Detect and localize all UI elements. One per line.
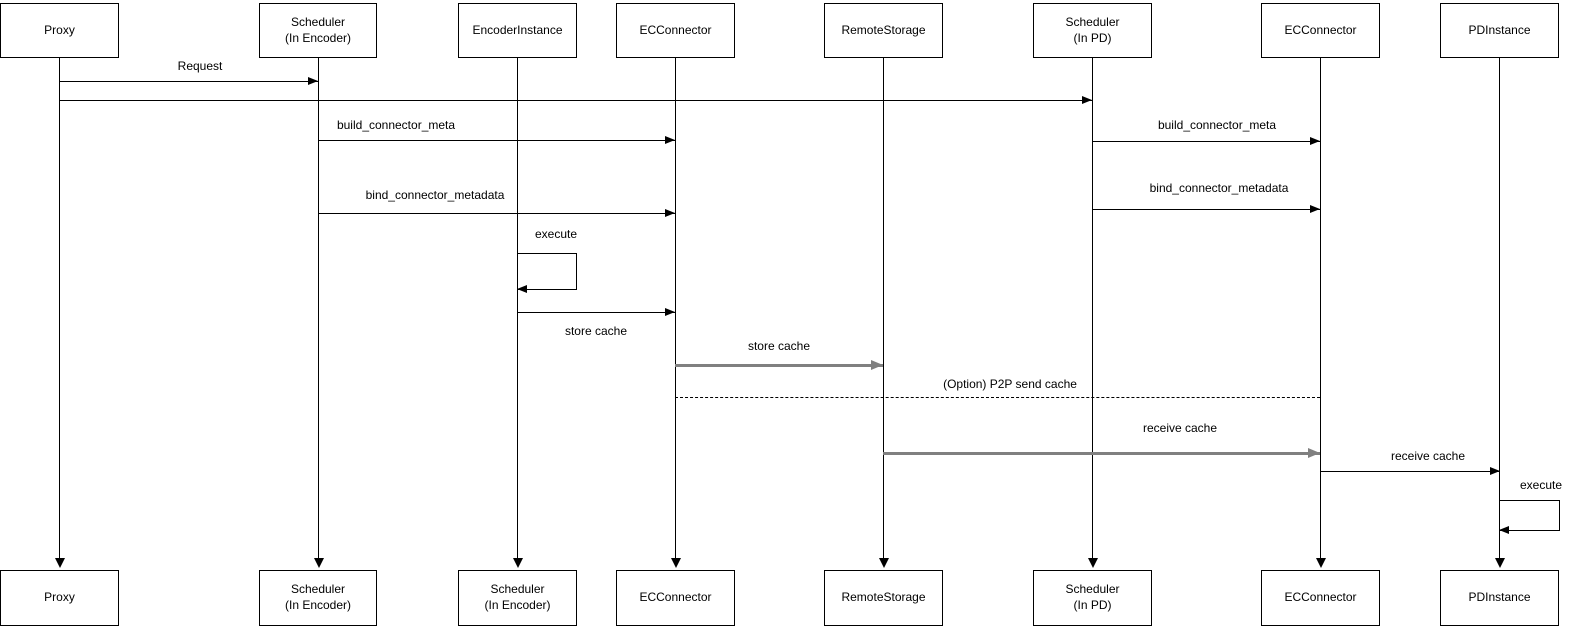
arrowhead-left-icon	[517, 285, 527, 293]
arrowhead-right-icon	[1310, 205, 1320, 213]
actor-label: PDInstance	[1468, 22, 1531, 37]
arrowhead-right-icon	[1310, 137, 1320, 145]
lifeline-proxy	[59, 58, 60, 558]
message-label-request: Request	[177, 59, 223, 73]
actor-label: Scheduler (In Encoder)	[284, 582, 352, 612]
message-execute-self-top	[517, 253, 577, 254]
message-execute-self-side	[576, 253, 577, 289]
message-label-receive-cache: receive cache	[1390, 449, 1466, 463]
message-label-p2p-send-cache: (Option) P2P send cache	[943, 377, 1077, 391]
message-execute-self-side	[1559, 500, 1560, 530]
actor-bottom-pdinstance: PDInstance	[1440, 570, 1559, 626]
actor-label: ECConnector	[1284, 590, 1357, 605]
message-label-execute: execute	[1519, 478, 1563, 492]
actor-bottom-scheduler-pd: Scheduler (In PD)	[1033, 570, 1152, 626]
lifeline-remote-storage	[883, 58, 884, 558]
arrowhead-right-icon	[1082, 96, 1092, 104]
arrowhead-down-icon	[879, 558, 889, 568]
arrowhead-down-icon	[1495, 558, 1505, 568]
lifeline-scheduler-encoder	[318, 58, 319, 558]
lifeline-encoder-instance	[517, 58, 518, 558]
message-label-execute: execute	[534, 227, 578, 241]
actor-label: EncoderInstance	[472, 22, 563, 37]
actor-bottom-ecconnector-2: ECConnector	[1261, 570, 1380, 626]
actor-label: Proxy	[44, 22, 75, 37]
message-label-receive-cache: receive cache	[1142, 421, 1218, 435]
actor-bottom-scheduler-encoder: Scheduler (In Encoder)	[259, 570, 377, 626]
actor-label: Scheduler (In Encoder)	[484, 582, 551, 612]
arrowhead-right-icon	[1308, 448, 1320, 458]
arrowhead-right-icon	[1490, 467, 1500, 475]
message-execute-self-bottom	[1499, 530, 1560, 531]
actor-label: PDInstance	[1468, 590, 1531, 605]
arrowhead-down-icon	[671, 558, 681, 568]
message-execute-self-bottom	[517, 289, 577, 290]
arrowhead-right-icon	[665, 209, 675, 217]
message-store-cache-2	[675, 364, 883, 367]
message-bind-connector-metadata-left	[318, 213, 675, 214]
message-label-bind-connector-metadata: bind_connector_metadata	[1149, 181, 1289, 195]
message-p2p-send-cache	[675, 397, 1320, 398]
actor-top-remote-storage: RemoteStorage	[824, 3, 943, 58]
actor-top-pdinstance: PDInstance	[1440, 3, 1559, 58]
message-label-build-connector-meta: build_connector_meta	[1157, 118, 1277, 132]
arrowhead-right-icon	[665, 308, 675, 316]
actor-top-proxy: Proxy	[0, 3, 119, 58]
actor-label: ECConnector	[1284, 22, 1357, 37]
actor-label: ECConnector	[639, 22, 712, 37]
arrowhead-right-icon	[665, 136, 675, 144]
lifeline-ecconnector-2	[1320, 58, 1321, 558]
message-store-cache-1	[517, 312, 675, 313]
actor-bottom-ecconnector-1: ECConnector	[616, 570, 735, 626]
actor-bottom-remote-storage: RemoteStorage	[824, 570, 943, 626]
arrowhead-down-icon	[55, 558, 65, 568]
message-build-connector-meta-right	[1092, 141, 1320, 142]
arrowhead-down-icon	[1088, 558, 1098, 568]
actor-label: Scheduler (In PD)	[1065, 14, 1120, 45]
message-receive-cache-2	[1320, 471, 1500, 472]
message-label-store-cache: store cache	[564, 324, 628, 338]
actor-label: Scheduler (In PD)	[1065, 582, 1120, 612]
message-label-bind-connector-metadata: bind_connector_metadata	[365, 188, 505, 202]
actor-bottom-proxy: Proxy	[0, 570, 119, 626]
message-build-connector-meta-left	[318, 140, 675, 141]
arrowhead-left-icon	[1499, 526, 1509, 534]
arrowhead-down-icon	[314, 558, 324, 568]
message-execute-self-top	[1499, 500, 1560, 501]
arrowhead-down-icon	[1316, 558, 1326, 568]
lifeline-pdinstance	[1499, 58, 1500, 558]
message-proxy-to-scheduler-pd	[60, 100, 1092, 101]
actor-top-encoder-instance: EncoderInstance	[458, 3, 577, 58]
actor-top-ecconnector-2: ECConnector	[1261, 3, 1380, 58]
actor-top-scheduler-encoder: Scheduler (In Encoder)	[259, 3, 377, 58]
message-label-build-connector-meta: build_connector_meta	[336, 118, 456, 132]
lifeline-scheduler-pd	[1092, 58, 1093, 558]
arrowhead-down-icon	[513, 558, 523, 568]
message-request	[60, 81, 318, 82]
actor-top-ecconnector-1: ECConnector	[616, 3, 735, 58]
actor-label: Proxy	[44, 590, 75, 605]
message-label-store-cache: store cache	[747, 339, 811, 353]
arrowhead-right-icon	[871, 360, 883, 370]
message-receive-cache-1	[883, 452, 1320, 455]
arrowhead-right-icon	[308, 77, 318, 85]
actor-label: ECConnector	[639, 590, 712, 605]
actor-label: Scheduler (In Encoder)	[284, 14, 352, 45]
actor-label: RemoteStorage	[841, 22, 926, 37]
lifeline-ecconnector-1	[675, 58, 676, 558]
actor-label: RemoteStorage	[841, 590, 926, 605]
actor-top-scheduler-pd: Scheduler (In PD)	[1033, 3, 1152, 58]
message-bind-connector-metadata-right	[1092, 209, 1320, 210]
actor-bottom-scheduler-encoder-2: Scheduler (In Encoder)	[458, 570, 577, 626]
